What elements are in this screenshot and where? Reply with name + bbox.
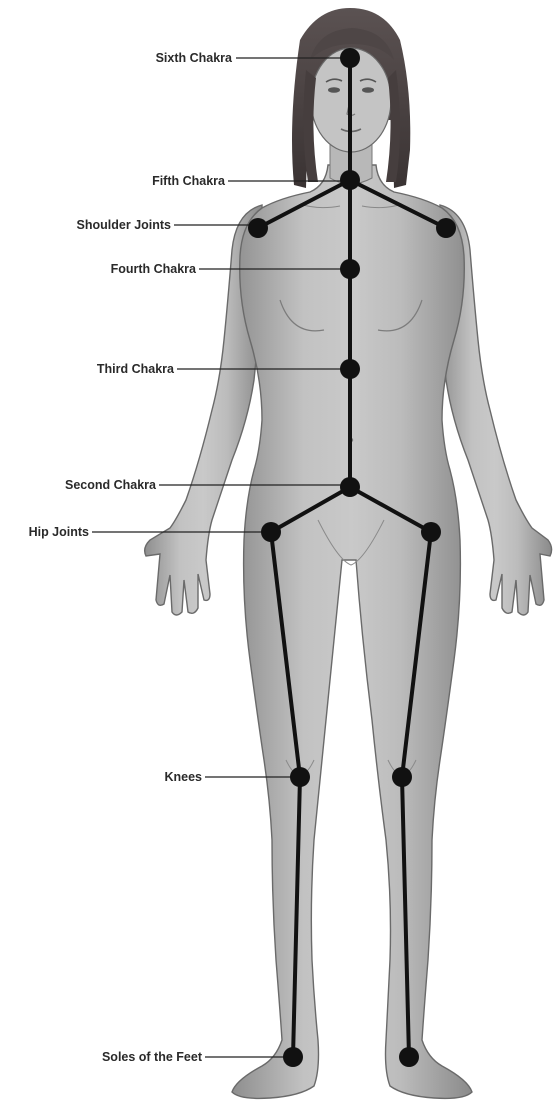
label-fourth-chakra: Fourth Chakra [111, 262, 197, 276]
marker-hip-joint-left [261, 522, 281, 542]
marker-third-chakra [340, 359, 360, 379]
label-sixth-chakra: Sixth Chakra [156, 51, 233, 65]
marker-knee-right [392, 767, 412, 787]
marker-knee-left [290, 767, 310, 787]
label-hip-joints: Hip Joints [29, 525, 89, 539]
marker-shoulder-joint-left [248, 218, 268, 238]
marker-shoulder-joint-right [436, 218, 456, 238]
marker-fifth-chakra [340, 170, 360, 190]
eye-left [328, 87, 340, 93]
marker-fourth-chakra [340, 259, 360, 279]
marker-second-chakra [340, 477, 360, 497]
marker-sole-left [283, 1047, 303, 1067]
label-second-chakra: Second Chakra [65, 478, 157, 492]
marker-hip-joint-right [421, 522, 441, 542]
eye-right [362, 87, 374, 93]
label-soles-of-the-feet: Soles of the Feet [102, 1050, 203, 1064]
marker-sole-right [399, 1047, 419, 1067]
marker-sixth-chakra [340, 48, 360, 68]
label-shoulder-joints: Shoulder Joints [77, 218, 172, 232]
label-fifth-chakra: Fifth Chakra [152, 174, 226, 188]
label-third-chakra: Third Chakra [97, 362, 175, 376]
label-knees: Knees [164, 770, 202, 784]
